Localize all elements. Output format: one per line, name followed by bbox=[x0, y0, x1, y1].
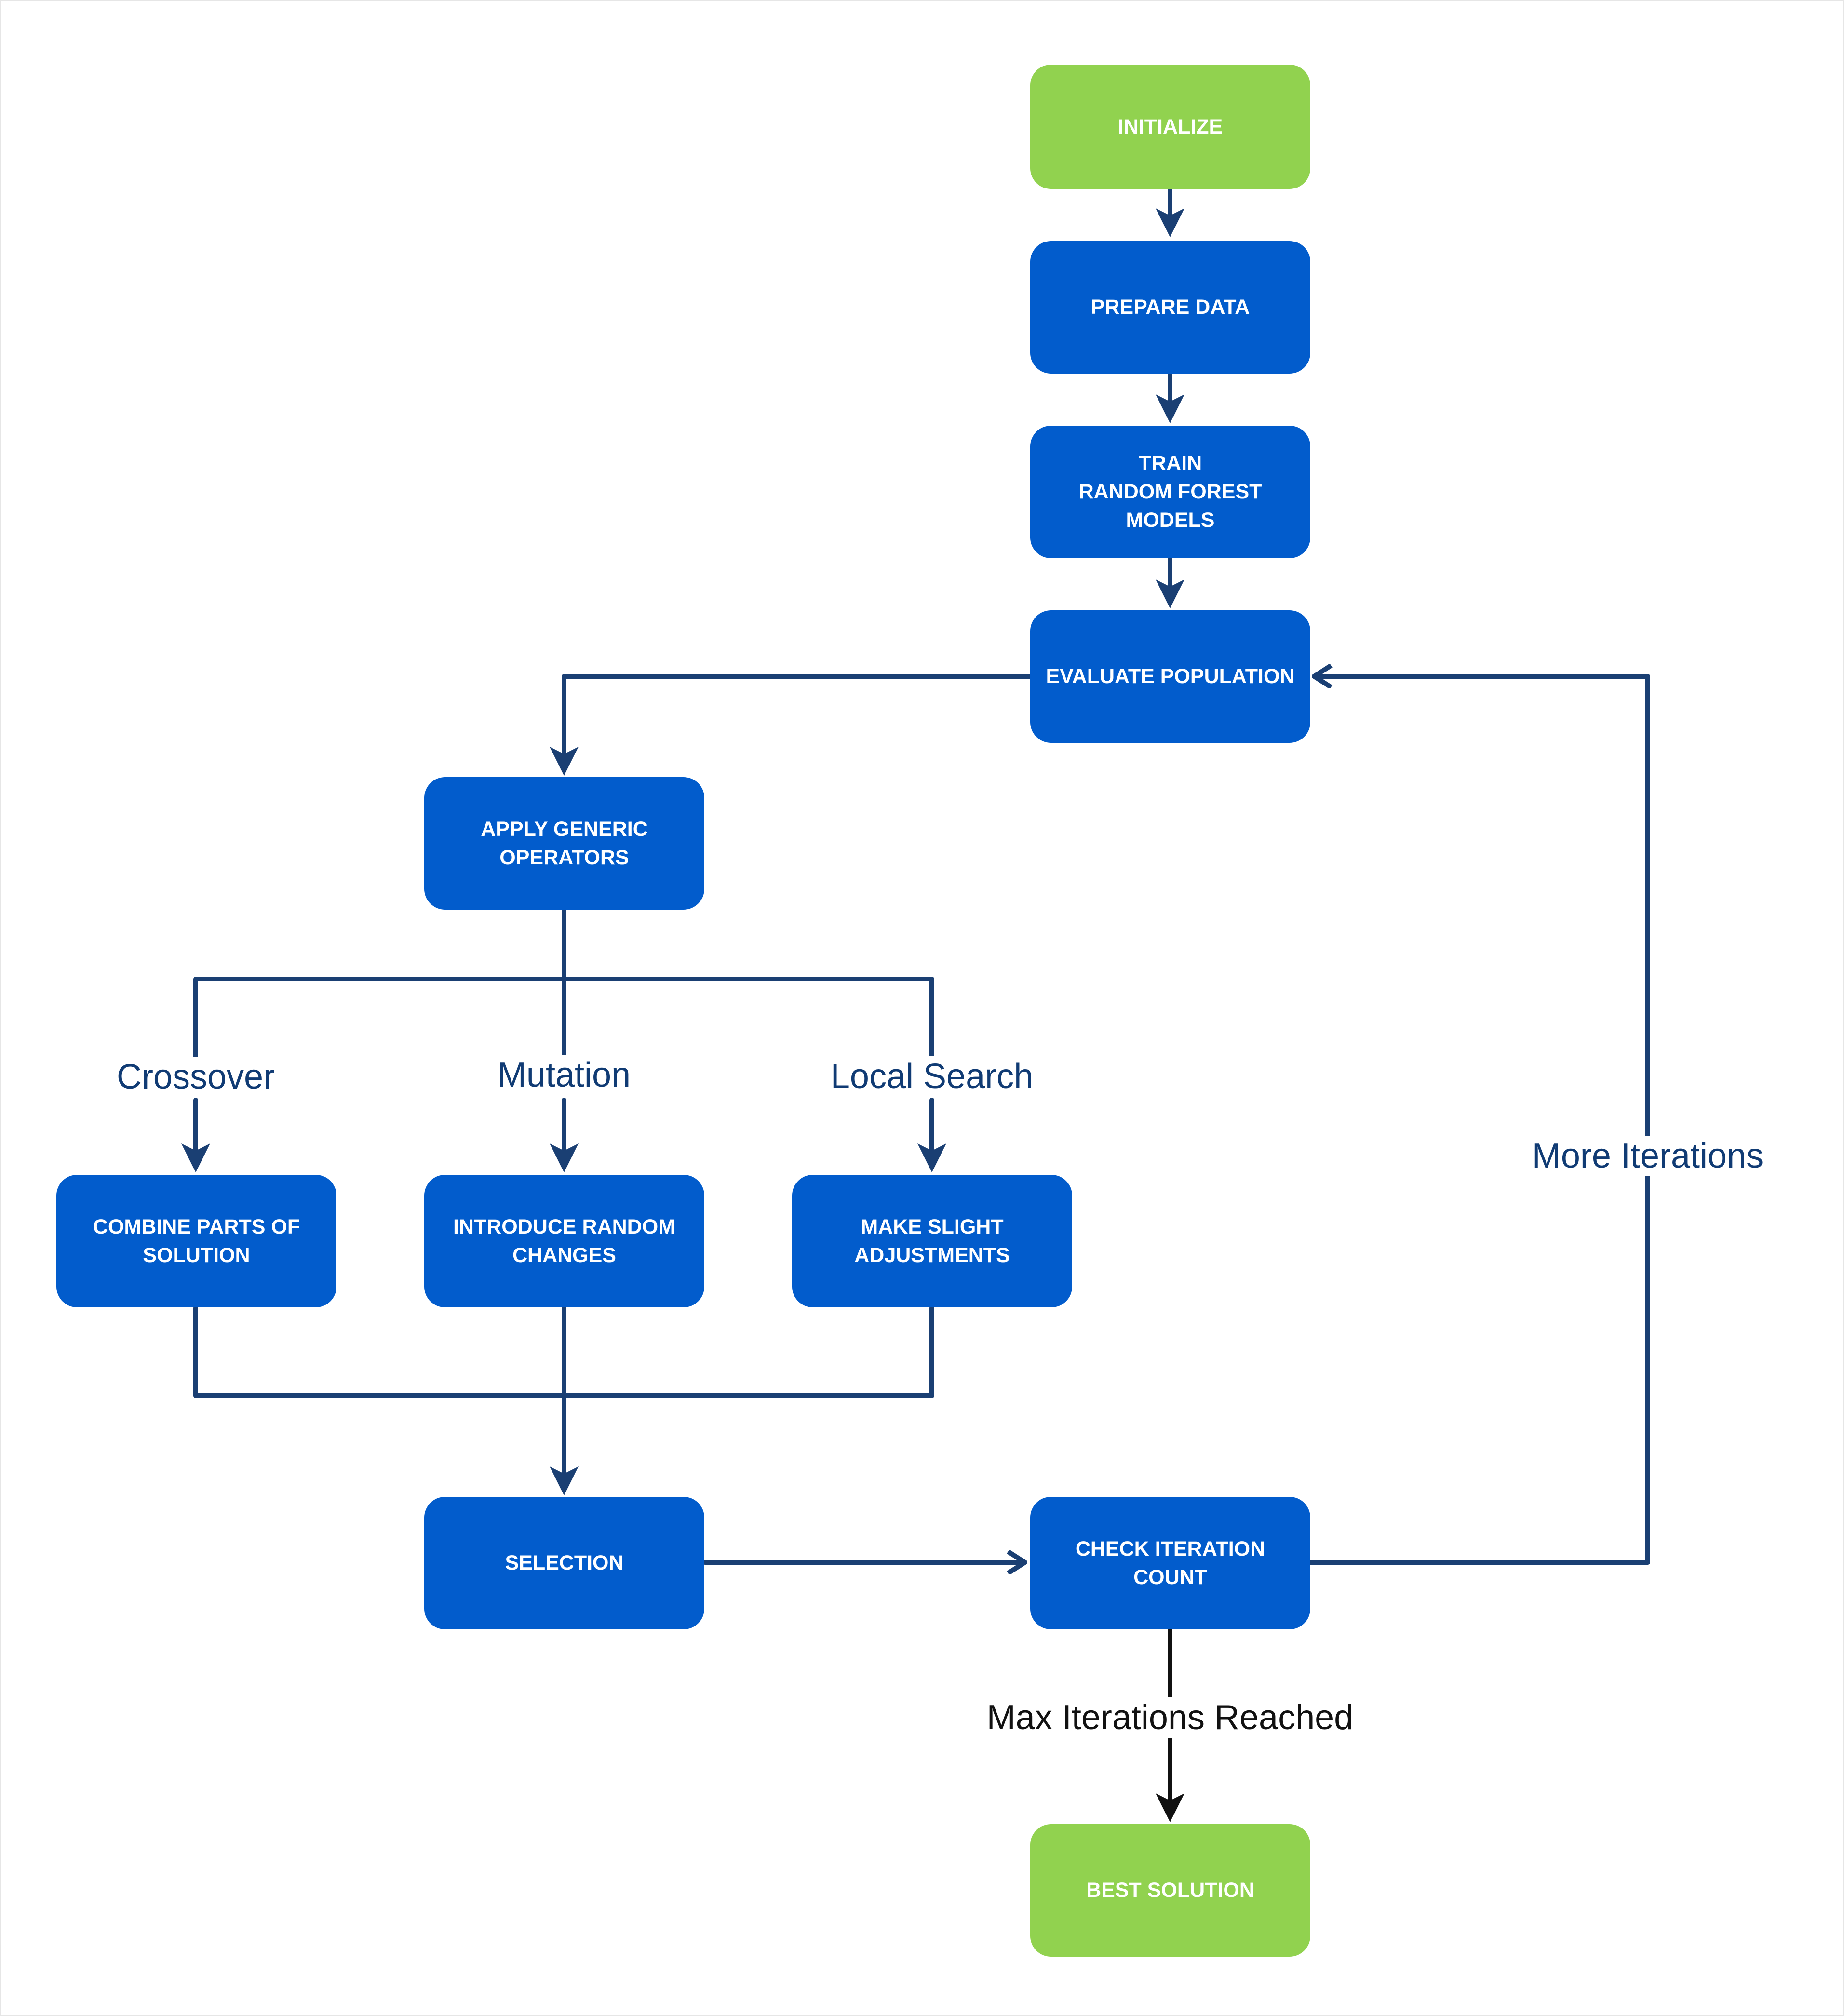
label-more-iterations: More Iterations bbox=[1529, 1136, 1767, 1176]
node-apply-operators: APPLY GENERIC OPERATORS bbox=[424, 777, 704, 910]
node-best-solution: BEST SOLUTION bbox=[1030, 1824, 1310, 1957]
label-crossover: Crossover bbox=[113, 1057, 278, 1097]
edge-check-evaluate bbox=[1308, 676, 1650, 1565]
node-combine-parts: COMBINE PARTS OF SOLUTION bbox=[56, 1175, 336, 1307]
node-selection: SELECTION bbox=[424, 1497, 704, 1629]
label-max-iterations: Max Iterations Reached bbox=[983, 1697, 1357, 1738]
node-slight-adjustments: MAKE SLIGHT ADJUSTMENTS bbox=[792, 1175, 1072, 1307]
node-check-iteration: CHECK ITERATION COUNT bbox=[1030, 1497, 1310, 1629]
label-local-search: Local Search bbox=[827, 1056, 1036, 1097]
node-introduce-changes: INTRODUCE RANDOM CHANGES bbox=[424, 1175, 704, 1307]
edge-evaluate-apply bbox=[550, 674, 1033, 776]
node-train-models: TRAIN RANDOM FOREST MODELS bbox=[1030, 426, 1310, 558]
node-evaluate-population: EVALUATE POPULATION bbox=[1030, 610, 1310, 743]
node-prepare-data: PREPARE DATA bbox=[1030, 241, 1310, 374]
label-mutation: Mutation bbox=[494, 1055, 634, 1095]
node-initialize: INITIALIZE bbox=[1030, 65, 1310, 189]
